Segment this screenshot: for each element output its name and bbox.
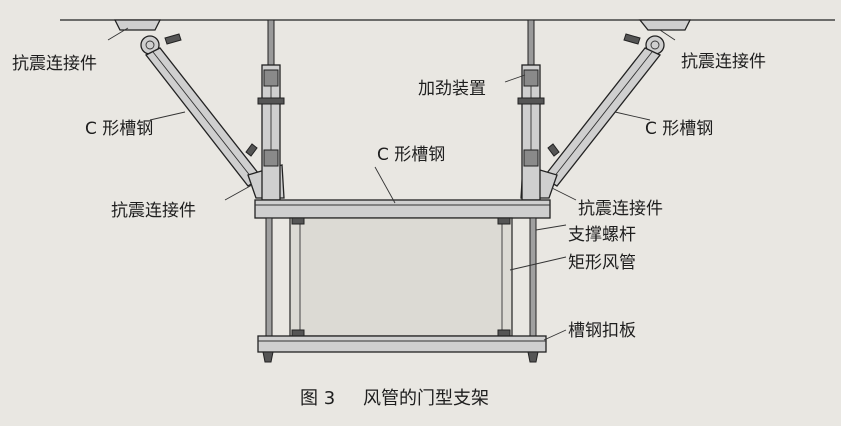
right-support-rod bbox=[529, 217, 537, 337]
right-ceiling-bracket bbox=[638, 19, 692, 31]
figure-number: 图 3 bbox=[300, 388, 335, 409]
label-seismic-connector-mid-right: 抗震连接件 bbox=[578, 199, 663, 219]
rectangular-duct bbox=[289, 217, 513, 337]
right-hanger-rod-top bbox=[527, 19, 535, 66]
bottom-channel-clamp-plate bbox=[257, 335, 547, 353]
right-diagonal-brace bbox=[520, 19, 692, 199]
label-rect-duct: 矩形风管 bbox=[568, 253, 636, 273]
left-hanger-assembly bbox=[257, 19, 285, 201]
right-top-bolt bbox=[623, 33, 641, 45]
label-stiffener-device: 加劲装置 bbox=[418, 79, 486, 99]
right-stiffener-clamp bbox=[517, 97, 545, 105]
left-ceiling-bracket bbox=[113, 19, 162, 31]
left-rod-nut bbox=[262, 351, 274, 363]
figure-title: 风管的门型支架 bbox=[363, 388, 489, 409]
label-seismic-connector-top-left: 抗震连接件 bbox=[12, 54, 97, 74]
left-stiffener-clamp bbox=[257, 97, 285, 105]
label-c-channel-right: C 形槽钢 bbox=[645, 119, 713, 139]
label-c-channel-left: C 形槽钢 bbox=[85, 119, 153, 139]
left-support-rod bbox=[265, 217, 273, 337]
label-c-channel-top-beam: C 形槽钢 bbox=[377, 145, 445, 165]
left-diagonal-brace bbox=[113, 19, 285, 199]
left-top-bolt bbox=[164, 33, 182, 45]
label-support-rod: 支撑螺杆 bbox=[568, 225, 636, 245]
label-seismic-connector-mid-left: 抗震连接件 bbox=[111, 201, 196, 221]
right-hanger-assembly bbox=[517, 19, 545, 201]
label-seismic-connector-top-right: 抗震连接件 bbox=[681, 52, 766, 72]
leader-lines bbox=[107, 27, 676, 341]
left-hanger-rod-top bbox=[267, 19, 275, 66]
label-channel-clamp-plate: 槽钢扣板 bbox=[568, 321, 636, 341]
right-rod-nut bbox=[527, 351, 539, 363]
top-c-channel-beam bbox=[254, 199, 551, 219]
